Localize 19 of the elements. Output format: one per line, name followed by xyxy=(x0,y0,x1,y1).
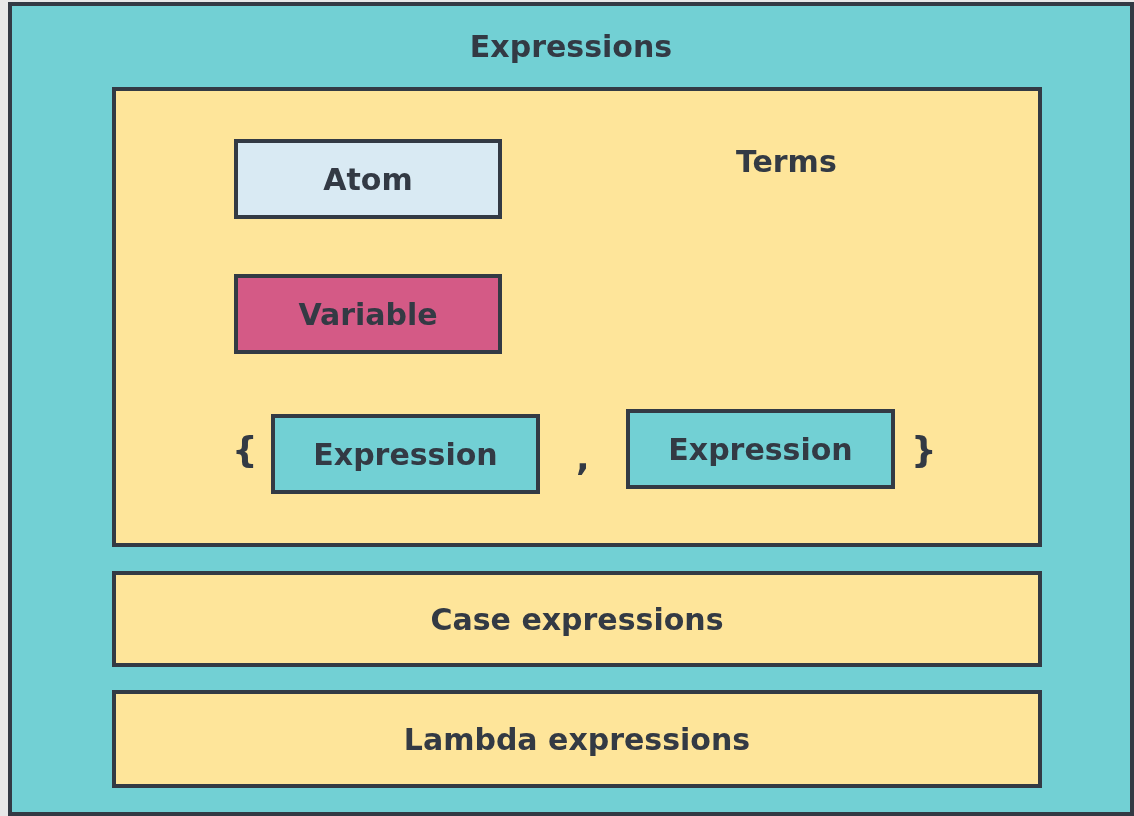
box-label: Terms xyxy=(736,143,837,181)
box-label: Expression xyxy=(668,430,853,469)
punctuation-mark: { xyxy=(232,428,258,472)
expression-box xyxy=(271,414,540,494)
punctuation-mark: } xyxy=(911,428,937,472)
expression-band xyxy=(112,690,1042,788)
term-box xyxy=(234,274,502,354)
term-box xyxy=(234,139,502,219)
box-label: Lambda expressions xyxy=(403,720,751,759)
punctuation-mark: , xyxy=(576,436,590,480)
expression-band xyxy=(112,571,1042,667)
box-label: Expression xyxy=(313,435,498,474)
box-label: Expressions xyxy=(468,28,674,66)
box-label: Case expressions xyxy=(430,600,724,639)
box-label: Atom xyxy=(323,160,413,199)
box-label: Variable xyxy=(298,295,438,334)
outer-panel xyxy=(8,2,1134,816)
expression-box xyxy=(626,409,895,489)
group-panel xyxy=(112,87,1042,547)
